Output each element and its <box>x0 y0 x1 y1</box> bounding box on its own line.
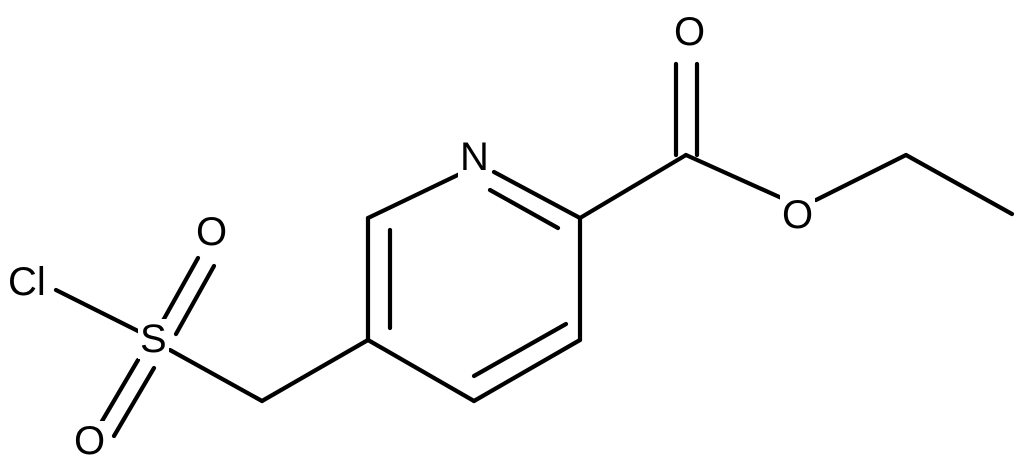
atom-label-ester-oxygen: O <box>780 193 816 237</box>
bond-ch2-s <box>167 347 265 404</box>
bond-s-o-top-1 <box>157 255 201 329</box>
bond-c3-ch2 <box>259 337 371 404</box>
bond-c6-n-inner <box>487 187 561 231</box>
bond-c4-c5 <box>471 337 583 404</box>
bond-ch2-ch3 <box>903 152 1015 217</box>
bond-c3-c4 <box>365 337 477 404</box>
bond-c6-n <box>491 169 583 221</box>
bond-n-c2 <box>365 169 467 221</box>
atom-label-sulfur: S <box>138 317 169 361</box>
bond-s-cl <box>53 287 143 335</box>
atom-label-chlorine: Cl <box>6 260 48 304</box>
bond-ester-o-ch2 <box>813 152 909 203</box>
bond-carbonyl-ester-o <box>683 152 789 203</box>
bond-c4-c5-inner <box>471 321 569 379</box>
bond-s-o-bottom-1 <box>95 357 141 431</box>
bond-c6-carbonyl <box>577 152 689 221</box>
atom-label-ring-nitrogen: N <box>458 135 491 179</box>
bond-s-o-bottom-2 <box>111 365 157 439</box>
atom-label-sulfonyl-oxygen-top: O <box>194 210 230 254</box>
bond-s-o-top-2 <box>173 263 217 337</box>
atom-label-carbonyl-oxygen: O <box>672 10 708 54</box>
atom-label-sulfonyl-oxygen-bottom: O <box>72 419 108 463</box>
